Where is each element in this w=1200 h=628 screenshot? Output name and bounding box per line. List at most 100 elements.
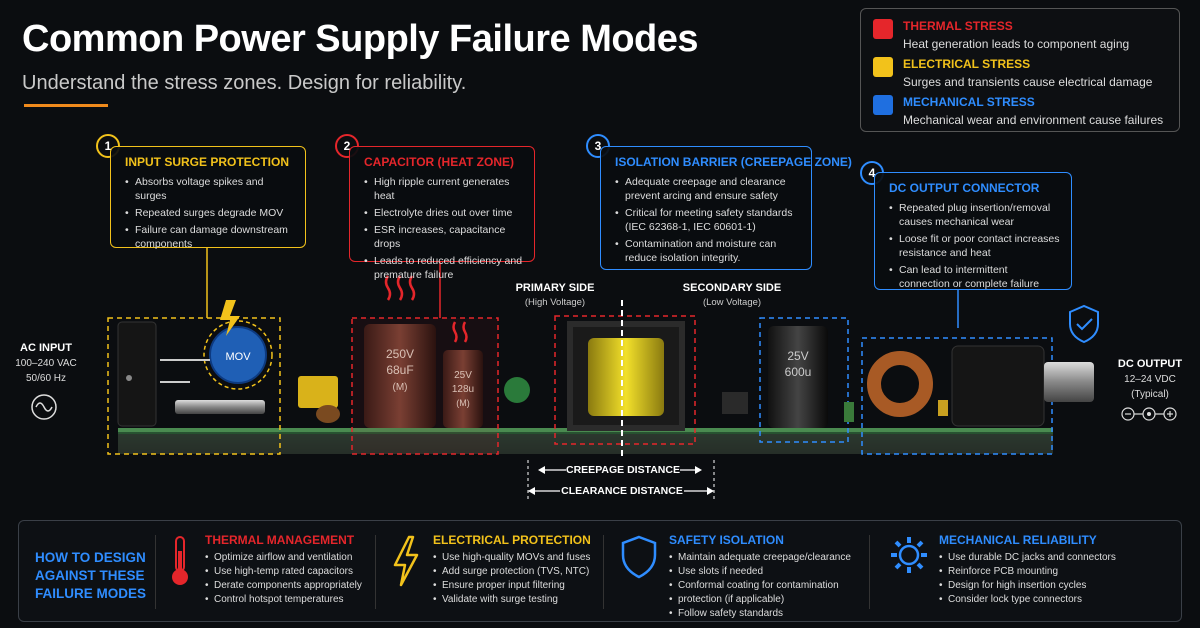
mechanical-item: Use durable DC jacks and connectors xyxy=(939,551,1116,565)
mechanical-item: Consider lock type connectors xyxy=(939,593,1116,607)
clearance-arrowhead-right xyxy=(707,487,714,495)
heat-waves-small-icon xyxy=(452,321,468,343)
small-inductor xyxy=(316,405,340,423)
thermal-management-title: THERMAL MANAGEMENT xyxy=(205,533,355,547)
callout-3-item: Contamination and moisture can reduce is… xyxy=(615,237,801,265)
gear-icon xyxy=(891,537,927,573)
pcb-underside xyxy=(118,434,1053,454)
design-heading-line: HOW TO DESIGN xyxy=(35,550,146,565)
small-resistor xyxy=(844,402,854,422)
safety-item: Use slots if needed xyxy=(669,565,851,579)
mov-label: MOV xyxy=(225,351,251,363)
small-cap-label-2: 128u xyxy=(452,384,474,395)
output-capacitor xyxy=(768,326,828,428)
bulk-cap-label-2: 68uF xyxy=(386,363,413,377)
secondary-side-sub: (Low Voltage) xyxy=(702,297,762,308)
legend-electrical-title: ELECTRICAL STRESS xyxy=(903,57,1031,71)
legend-thermal-swatch xyxy=(873,19,893,39)
toroid-inductor xyxy=(867,351,933,417)
divider xyxy=(603,535,604,609)
dc-center-dot xyxy=(1147,412,1151,416)
callout-2-item: Leads to reduced efficiency and prematur… xyxy=(364,254,524,282)
callout-2-item: Electrolyte dries out over time xyxy=(364,206,524,220)
legend-mechanical-swatch xyxy=(873,95,893,115)
ac-input-frequency: 50/60 Hz xyxy=(25,373,67,384)
ac-input-voltage: 100–240 VAC xyxy=(15,358,77,369)
callout-isolation: ISOLATION BARRIER (CREEPAGE ZONE) Adequa… xyxy=(600,146,852,270)
safety-isolation-column: SAFETY ISOLATION Maintain adequate creep… xyxy=(669,533,851,621)
primary-side-sub: (High Voltage) xyxy=(524,297,586,308)
creepage-arrowhead-left xyxy=(538,466,545,474)
secondary-side-label: SECONDARY SIDE xyxy=(682,282,782,294)
callout-4-title: DC OUTPUT CONNECTOR xyxy=(889,181,1040,195)
legend-electrical-swatch xyxy=(873,57,893,77)
callout-2-title: CAPACITOR (HEAT ZONE) xyxy=(364,155,514,169)
callout-3-title: ISOLATION BARRIER (CREEPAGE ZONE) xyxy=(615,155,852,169)
legend-electrical-desc: Surges and transients cause electrical d… xyxy=(903,75,1153,89)
creepage-distance-label: CREEPAGE DISTANCE xyxy=(566,464,680,476)
design-guidelines-panel: HOW TO DESIGN AGAINST THESE FAILURE MODE… xyxy=(18,520,1182,622)
stress-legend: THERMAL STRESS Heat generation leads to … xyxy=(860,8,1180,132)
safety-item: Maintain adequate creepage/clearance xyxy=(669,551,851,565)
dc-output-voltage: 12–24 VDC xyxy=(1124,374,1176,385)
primary-side-label: PRIMARY SIDE xyxy=(515,282,595,294)
ac-inlet-pin xyxy=(126,375,132,381)
thermal-item: Derate components appropriately xyxy=(205,579,362,593)
callout-1-item: Failure can damage downstream components xyxy=(125,223,295,251)
shield-icon xyxy=(621,535,657,579)
design-heading-line: FAILURE MODES xyxy=(35,586,147,601)
bulk-cap-label-3: (M) xyxy=(393,382,408,393)
callout-3-item: Critical for meeting safety standards (I… xyxy=(615,206,801,234)
small-capacitor xyxy=(443,350,483,428)
callout-dc-output: DC OUTPUT CONNECTOR Repeated plug insert… xyxy=(874,172,1072,290)
divider xyxy=(375,535,376,609)
input-surge-zone xyxy=(107,317,281,455)
thermal-item: Use high-temp rated capacitors xyxy=(205,565,362,579)
electrical-item: Validate with surge testing xyxy=(433,593,591,607)
legend-mechanical-title: MECHANICAL STRESS xyxy=(903,95,1035,109)
mechanical-item: Reinforce PCB mounting xyxy=(939,565,1116,579)
safety-isolation-title: SAFETY ISOLATION xyxy=(669,533,784,547)
legend-mechanical-desc: Mechanical wear and environment cause fa… xyxy=(903,113,1164,127)
out-cap-label-1: 25V xyxy=(787,349,808,363)
callout-capacitor: CAPACITOR (HEAT ZONE) High ripple curren… xyxy=(349,146,535,281)
electrical-item: Use high-quality MOVs and fuses xyxy=(433,551,591,565)
callout-2-item: High ripple current generates heat xyxy=(364,175,524,203)
power-supply-board-illustration: MOV 250V 68uF (M) 25V 128u (M) 25V 600u xyxy=(31,248,1177,500)
mechanical-reliability-title: MECHANICAL RELIABILITY xyxy=(939,533,1097,547)
surge-lightning-icon xyxy=(220,300,240,336)
electrical-item: Add surge protection (TVS, NTC) xyxy=(433,565,591,579)
bulk-capacitor xyxy=(364,324,436,428)
electrical-item: Ensure proper input filtering xyxy=(433,579,591,593)
y-capacitor xyxy=(504,377,530,403)
mechanical-reliability-column: MECHANICAL RELIABILITY Use durable DC ja… xyxy=(939,533,1116,607)
small-cap-label-3: (M) xyxy=(456,398,470,408)
callout-input-surge: INPUT SURGE PROTECTION Absorbs voltage s… xyxy=(110,146,306,251)
callout-4-item: Repeated plug insertion/removal causes m… xyxy=(889,201,1061,229)
callout-4-item: Can lead to intermittent connection or c… xyxy=(889,263,1061,291)
small-cap-label-1: 25V xyxy=(454,370,472,381)
callout-2-item: ESR increases, capacitance drops xyxy=(364,223,524,251)
mechanical-shield-icon xyxy=(1069,304,1099,344)
safety-item-continued: protection (if applicable) xyxy=(669,593,851,607)
page-title: Common Power Supply Failure Modes xyxy=(22,18,699,60)
dc-output-note: (Typical) xyxy=(1131,389,1169,400)
thermal-item: Control hotspot temperatures xyxy=(205,593,362,607)
isolation-zone-left xyxy=(554,315,696,445)
legend-thermal-desc: Heat generation leads to component aging xyxy=(903,37,1130,51)
design-heading-line: AGAINST THESE xyxy=(35,568,145,583)
small-capacitor-2 xyxy=(938,400,948,416)
safety-item: Conformal coating for contamination xyxy=(669,579,851,593)
out-cap-label-2: 600u xyxy=(785,365,812,379)
callout-3-item: Adequate creepage and clearance prevent … xyxy=(615,175,801,203)
creepage-arrowhead-right xyxy=(695,466,702,474)
dc-output-label: DC OUTPUT xyxy=(1117,358,1183,370)
divider xyxy=(869,535,870,609)
mov-varistor xyxy=(209,326,267,384)
checkmark-icon xyxy=(1076,318,1093,331)
dc-jack-body xyxy=(951,345,1045,427)
electrical-protection-title: ELECTRICAL PROTECTION xyxy=(433,533,591,547)
callout-1-item: Absorbs voltage spikes and surges xyxy=(125,175,295,203)
output-cap-zone xyxy=(759,317,849,443)
thermal-management-column: THERMAL MANAGEMENT Optimize airflow and … xyxy=(205,533,362,607)
